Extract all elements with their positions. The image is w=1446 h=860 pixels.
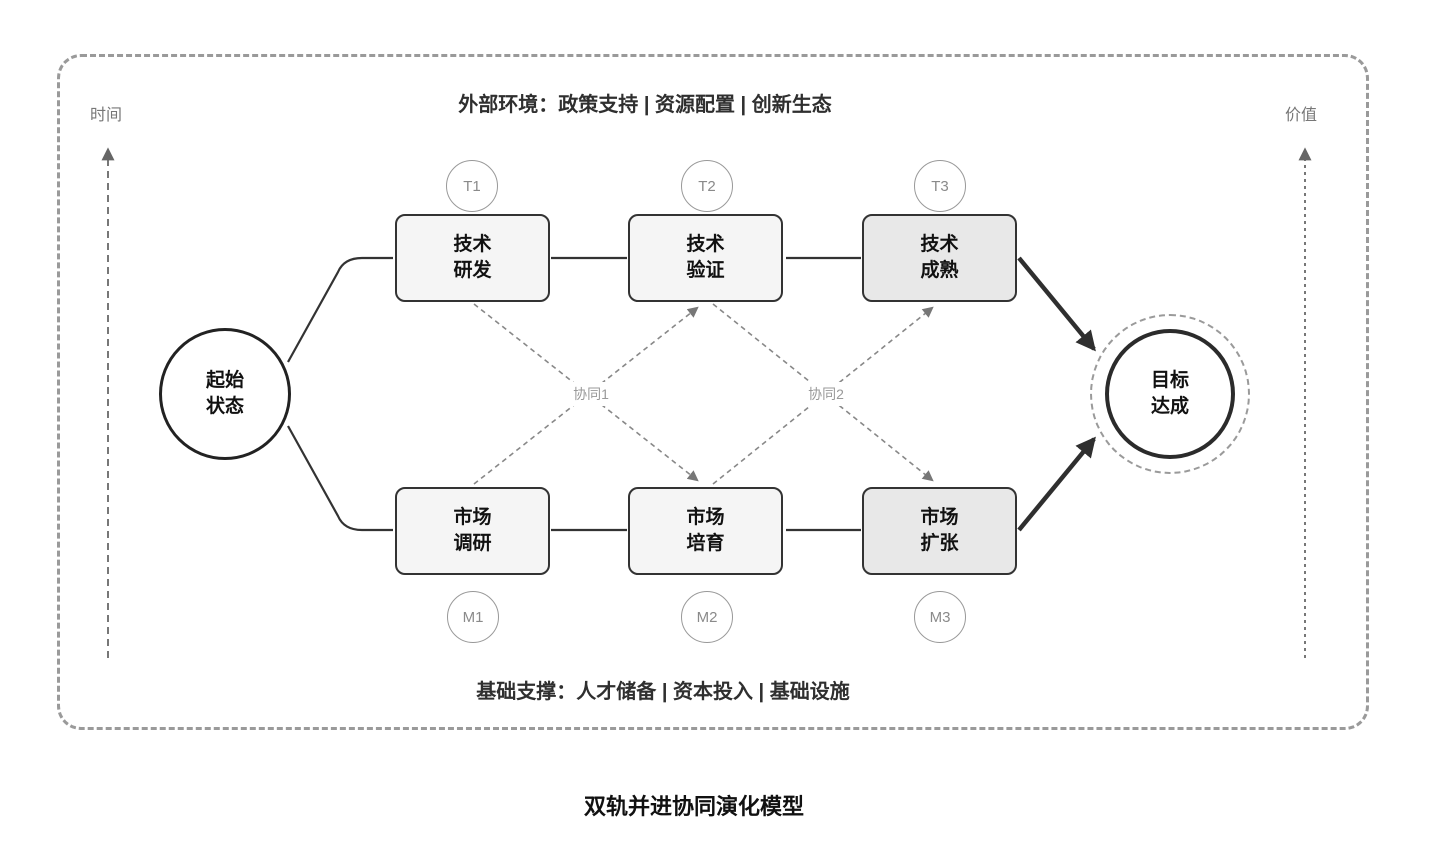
edge-t1-to-m2-dashed: [473, 303, 699, 482]
edge-m1-to-t2-dashed: [473, 306, 699, 485]
stage-box-tech-maturity: 技术 成熟: [862, 214, 1017, 302]
synergy-label-2: 协同2: [803, 382, 849, 406]
diagram-caption: 双轨并进协同演化模型: [583, 794, 805, 819]
edge-m3-to-goal: [1017, 436, 1096, 532]
stage-marker-m3: M3: [914, 591, 966, 643]
value-axis-label: 价值: [1285, 107, 1318, 124]
outer-boundary-frame: [57, 54, 1369, 730]
stage-box-market-research: 市场 调研: [395, 487, 550, 575]
time-axis-label: 时间: [90, 107, 123, 124]
support-banner: 基础支撑：人才储备 | 资本投入 | 基础设施: [476, 681, 850, 703]
start-state-node: 起始 状态: [159, 328, 291, 460]
edge-start-to-tech: [287, 256, 393, 363]
edge-t2-to-m3-dashed: [712, 303, 934, 482]
goal-achieved-node: 目标 达成: [1105, 329, 1235, 459]
stage-marker-t2: T2: [681, 160, 733, 212]
goal-node-dashed-ring: [1090, 314, 1250, 474]
stage-box-tech-validation: 技术 验证: [628, 214, 783, 302]
edge-m2-to-t3-dashed: [712, 306, 934, 485]
stage-marker-m2: M2: [681, 591, 733, 643]
stage-box-market-cultivation: 市场 培育: [628, 487, 783, 575]
edge-start-to-market: [287, 425, 393, 532]
stage-box-market-expansion: 市场 扩张: [862, 487, 1017, 575]
edge-t3-to-goal: [1017, 256, 1096, 352]
stage-marker-m1: M1: [447, 591, 499, 643]
stage-box-tech-research: 技术 研发: [395, 214, 550, 302]
synergy-label-1: 协同1: [568, 382, 614, 406]
environment-banner: 外部环境：政策支持 | 资源配置 | 创新生态: [458, 94, 832, 116]
stage-marker-t1: T1: [446, 160, 498, 212]
stage-marker-t3: T3: [914, 160, 966, 212]
